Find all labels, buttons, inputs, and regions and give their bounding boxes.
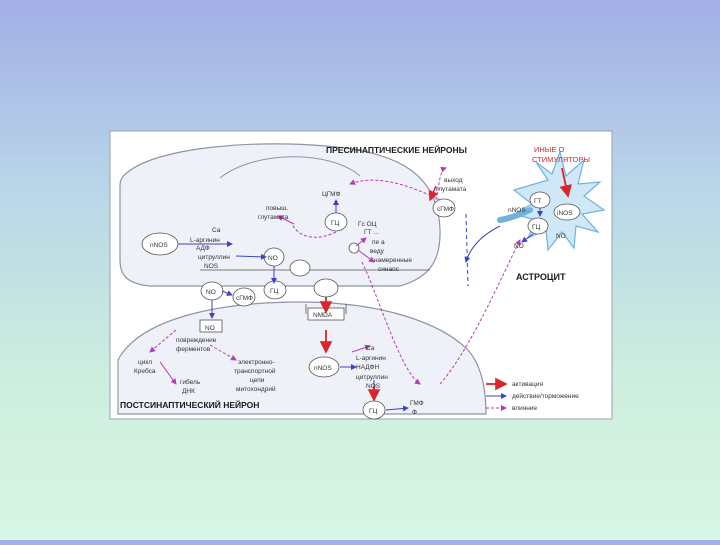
astro-bigger-no-text: NO (556, 233, 566, 240)
post-trans4-text: митохондрий (236, 385, 276, 393)
red-arrow-stimulus (559, 167, 572, 198)
post-trans1-text: электронно- (238, 359, 275, 366)
mag-arrow-12 (351, 344, 371, 353)
pre-cgmp-text: ЦГМФ (322, 191, 341, 198)
cleft-no-text: NO (206, 289, 216, 296)
astro-pnos-text: nNOS (508, 207, 526, 214)
astro-gc-text: ГЦ (532, 224, 541, 231)
arrow-post-3 (385, 405, 409, 412)
pre-other3-text: пе а (372, 239, 385, 246)
post-nnos-text: nNOS (314, 365, 332, 372)
post-nos-small-text: NOS (366, 383, 381, 390)
post-cgmp-text: ГМФ (410, 400, 424, 407)
pre-adp-text: АДФ (196, 245, 210, 252)
pre-citrulline-text: цитруллин (198, 254, 230, 261)
pre-small-node (289, 259, 311, 277)
post-nmda-text: NMDA (313, 312, 333, 319)
arrow-pre-2 (235, 253, 267, 260)
postsynaptic-label: ПОСТСИНАПТИЧЕСКИЙ НЕЙРОН (120, 399, 259, 410)
post-citrulline-text: цитруллин (356, 374, 388, 381)
post-nnos-node (308, 356, 340, 378)
astro-no-text: NO (514, 243, 524, 250)
pre-other6-text: синапс (378, 266, 400, 273)
post-cycle1-text: цикл (138, 359, 152, 366)
post-sub2-text: ДНК (182, 388, 195, 395)
legend-text-3: влияние (512, 405, 537, 412)
cleft-cgmp-node (232, 287, 256, 307)
pre-astro-connector (465, 213, 469, 287)
astrocyte-label: АСТРОЦИТ (516, 272, 566, 282)
post-ca-text: Ca (366, 345, 375, 352)
mag-arrow-7 (149, 329, 177, 353)
mag-arrow-10 (361, 261, 421, 385)
mag-arrow-4 (277, 215, 295, 225)
mag-arrow-5 (357, 249, 375, 263)
post-gc-text: ГЦ (369, 408, 378, 415)
post-nadph-text: НАДФН (356, 364, 379, 371)
presynaptic-neuron (119, 143, 441, 287)
mag-arrow-9 (159, 361, 177, 385)
post-trans2-text: транспортной (234, 367, 276, 375)
mag-arrow-3 (291, 223, 337, 238)
pre-other2-text: ГТ ... (364, 229, 379, 236)
pre-release-node (313, 278, 339, 298)
pre-nos-small-text: NOS (204, 263, 219, 270)
pre-release2-text: глутамата (436, 186, 467, 193)
pre-no-text: NO (268, 255, 278, 262)
red-arrow-release (428, 185, 439, 202)
post-trans3-text: цепи (250, 377, 265, 384)
presynaptic-label: ПРЕСИНАПТИЧЕСКИЕ НЕЙРОНЫ (326, 144, 467, 155)
mag-arrow-11 (439, 239, 521, 385)
arrow-astro-2 (521, 233, 534, 243)
post-sub1-text: гибель (180, 378, 201, 386)
cleft-cgmp-text: сГМФ (236, 295, 253, 302)
mag-arrow-1 (349, 179, 441, 201)
pre-gc-text: ГЦ (331, 220, 340, 227)
post-dna2-text: ферментов (176, 346, 211, 353)
post-dna1-text: повреждение (176, 337, 217, 344)
pre-other1-text: Гс ОЦ (358, 221, 377, 228)
presynaptic-inner-curve (219, 156, 361, 179)
pre-arginine-text: L-аргинин (190, 237, 220, 244)
pre-ca-text: Ca (212, 227, 221, 234)
cleft-gc-text: ГЦ (270, 288, 279, 295)
pre-other5-text: намеренные (374, 257, 412, 264)
pre-cgmp-node (432, 198, 456, 218)
post-arginine-text: L-аргинин (356, 355, 386, 362)
legend-text-2: действие/торможение (512, 392, 579, 400)
astro-top-text: ГТ (534, 198, 542, 205)
pre-camp-text: сГМФ (437, 206, 454, 213)
pre-release1-text: выход (444, 177, 463, 184)
post-no-text: NO (205, 325, 215, 332)
mag-arrow-6 (355, 237, 367, 247)
stimulus-label-1: ИНЫЕ О (534, 145, 565, 154)
legend-text-1: активация (512, 381, 543, 388)
arrow-pre-4 (221, 290, 233, 296)
astro-inos-text: iNOS (557, 210, 573, 217)
post-cycle2-text: Кребса (134, 367, 156, 375)
pre-nnos-text: nNOS (150, 242, 168, 249)
astro-inos-node (553, 203, 581, 221)
post-phi-text: Ф (412, 409, 417, 416)
mag-arrow-2 (435, 166, 447, 201)
pre-other4-text: веду (370, 248, 385, 255)
stimulus-label-2: СТИМУЛЯТОРЫ (532, 155, 590, 164)
astro-gc-node (527, 217, 549, 235)
pre-reg2-text: глутамата (258, 214, 289, 221)
post-no-box (199, 319, 223, 333)
astrocyte-process (497, 207, 533, 223)
pre-reg1-text: повыш. (266, 205, 288, 212)
mag-arrow-8 (209, 344, 237, 361)
